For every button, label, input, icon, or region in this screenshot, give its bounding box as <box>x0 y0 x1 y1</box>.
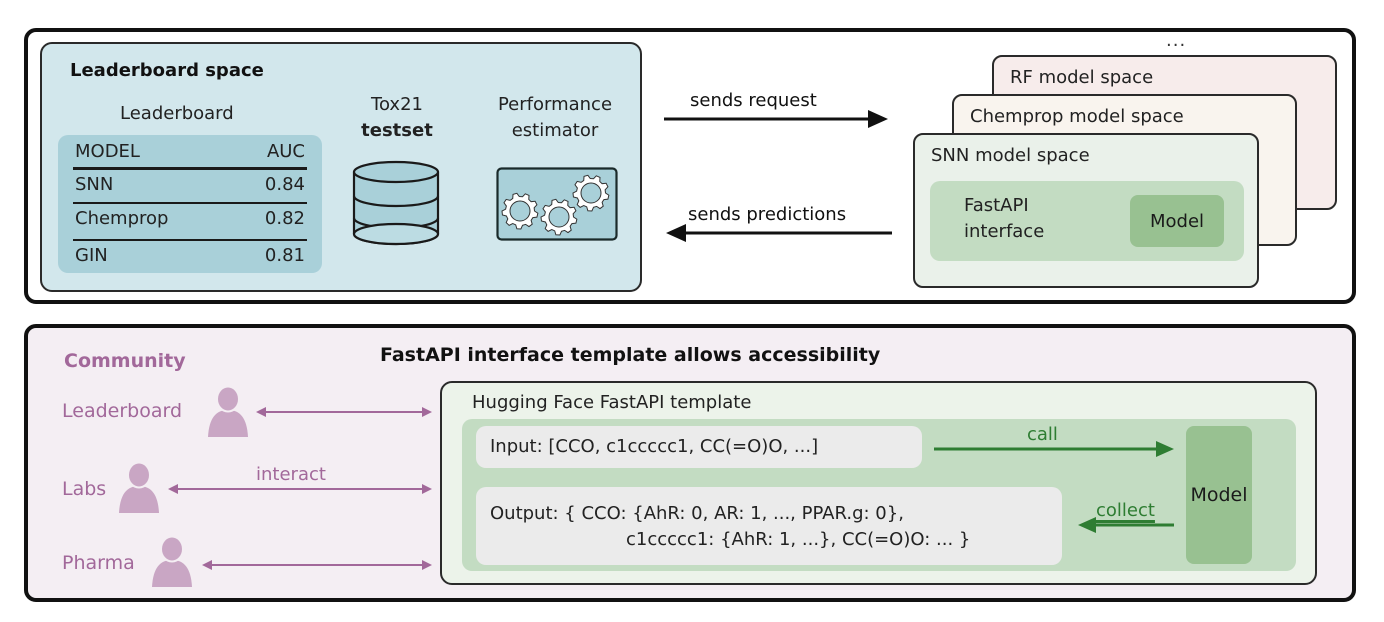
table-row: SNN 0.84 <box>73 171 307 201</box>
interact-label: interact <box>256 464 326 485</box>
person-icon <box>152 536 192 587</box>
row-model: GIN <box>75 245 108 266</box>
row-auc: 0.81 <box>264 245 305 266</box>
collect-label: collect <box>1096 500 1155 521</box>
table-row: Chemprop 0.82 <box>73 205 307 235</box>
rf-model-space-label: RF model space <box>1010 67 1154 88</box>
row-model: Chemprop <box>75 208 169 229</box>
output-line2: c1ccccc1: {AhR: 1, ...}, CC(=O)O: ... } <box>626 529 971 550</box>
community-title: Community <box>64 350 186 372</box>
persona-leaderboard-label: Leaderboard <box>62 400 183 422</box>
gear-icon <box>572 174 610 212</box>
output-box: Output: { CCO: {AhR: 0, AR: 1, ..., PPAR… <box>476 487 1062 565</box>
bottom-panel-title: FastAPI interface template allows access… <box>380 344 881 366</box>
collect-arrow <box>1078 517 1174 533</box>
request-arrow <box>664 110 888 128</box>
database-icon <box>352 160 440 246</box>
more-spaces-ellipsis: ... <box>1166 30 1187 51</box>
leaderboard-label: Leaderboard <box>120 103 234 124</box>
testset-line2: testset <box>361 120 433 141</box>
header-auc: AUC <box>266 141 305 162</box>
leaderboard-interact-arrow[interactable] <box>254 402 434 422</box>
row-auc: 0.82 <box>264 208 305 229</box>
table-header: MODEL AUC <box>73 138 307 168</box>
snn-model-space-label: SNN model space <box>931 145 1090 166</box>
estimator-label: Performance estimator <box>470 92 640 144</box>
testset-line1: Tox21 <box>371 94 423 115</box>
estimator-line1: Performance <box>497 94 613 115</box>
call-label: call <box>1027 424 1058 445</box>
input-box: Input: [CCO, c1ccccc1, CC(=O)O, ...] <box>476 426 922 468</box>
sends-request-label: sends request <box>690 90 817 111</box>
gears-icon <box>496 167 618 241</box>
model-box: Model <box>1130 195 1224 247</box>
gear-icon <box>501 192 539 230</box>
person-icon <box>119 462 159 513</box>
chemprop-model-space-label: Chemprop model space <box>970 106 1184 127</box>
hf-template-title: Hugging Face FastAPI template <box>472 392 752 413</box>
persona-pharma-label: Pharma <box>62 552 135 574</box>
header-model: MODEL <box>75 141 140 162</box>
call-arrow <box>934 441 1174 457</box>
row-model: SNN <box>75 174 114 195</box>
leaderboard-space-title: Leaderboard space <box>70 60 264 81</box>
persona-labs-label: Labs <box>62 478 107 500</box>
row-divider <box>73 239 307 241</box>
predictions-arrow <box>666 224 892 242</box>
testset-label: Tox21 testset <box>342 92 452 144</box>
row-divider <box>73 202 307 204</box>
fastapi-interface-label: FastAPI interface <box>964 193 1044 245</box>
fastapi-interface-box: FastAPI interface Model <box>930 181 1244 261</box>
labs-interact-arrow[interactable] <box>166 479 434 499</box>
fastapi-line1: FastAPI <box>964 195 1029 216</box>
snn-model-space: SNN model space FastAPI interface Model <box>913 133 1259 288</box>
table-row: GIN 0.81 <box>73 242 307 272</box>
output-line1: Output: { CCO: {AhR: 0, AR: 1, ..., PPAR… <box>490 503 904 524</box>
fastapi-line2: interface <box>964 221 1045 242</box>
model-box: Model <box>1186 426 1252 564</box>
row-auc: 0.84 <box>264 174 305 195</box>
header-divider <box>73 167 307 170</box>
sends-predictions-label: sends predictions <box>688 204 847 225</box>
gear-icon <box>540 198 578 236</box>
pharma-interact-arrow[interactable] <box>200 555 434 575</box>
leaderboard-table: MODEL AUC SNN 0.84 Chemprop 0.82 GIN 0.8… <box>58 135 322 273</box>
person-icon <box>208 386 248 437</box>
estimator-line2: estimator <box>511 120 599 141</box>
